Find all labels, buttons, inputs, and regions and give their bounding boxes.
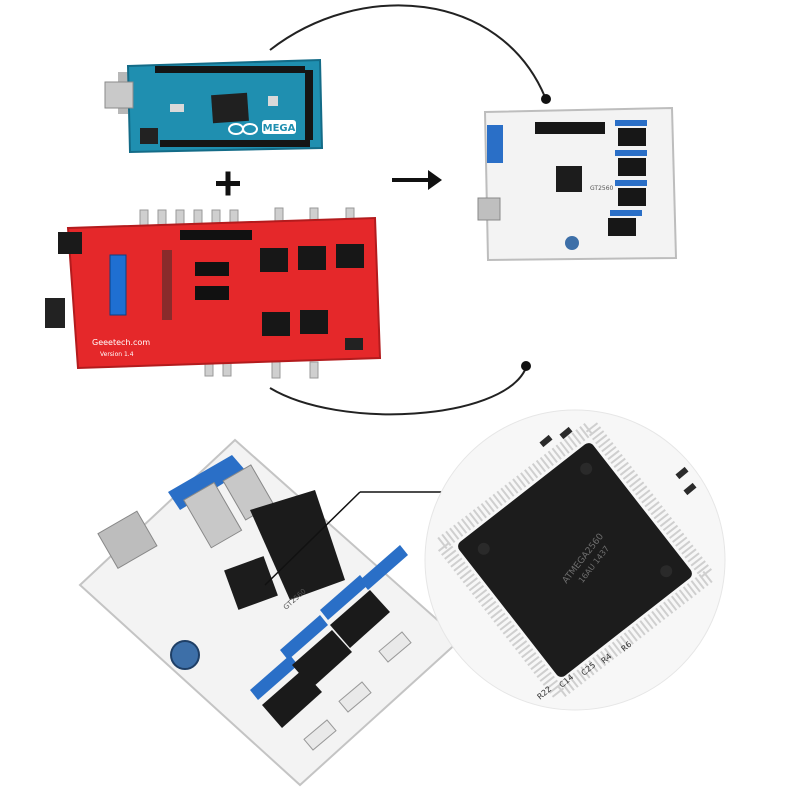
connector-arc-top (269, 4, 546, 98)
plus-sign (216, 171, 240, 196)
arduino-mega-board: MEGA (104, 58, 324, 154)
arduino-infinity-icon (228, 123, 258, 135)
gt2560-silkscreen-top: GT2560 (590, 185, 614, 192)
chip-zoom-circle: ATMEGA2560 16AU 1437 R22 C14 C25 R4 R6 (424, 409, 726, 711)
gt2560-board-top-right: GT2560 (477, 106, 678, 262)
ramps-brand-silkscreen: Geeetech.com (92, 338, 150, 347)
atmega-chip (458, 443, 692, 677)
connector-arc-bottom (269, 369, 526, 416)
arrow-icon (392, 170, 442, 190)
connector-dot-bottom (521, 361, 531, 371)
arduino-logo-text: MEGA (263, 123, 296, 134)
ramps-red-board: Geeetech.com Version 1.4 (45, 207, 382, 379)
chip-pins (431, 416, 719, 704)
ramps-version-silkscreen: Version 1.4 (100, 351, 134, 358)
connector-dot-top (541, 94, 551, 104)
